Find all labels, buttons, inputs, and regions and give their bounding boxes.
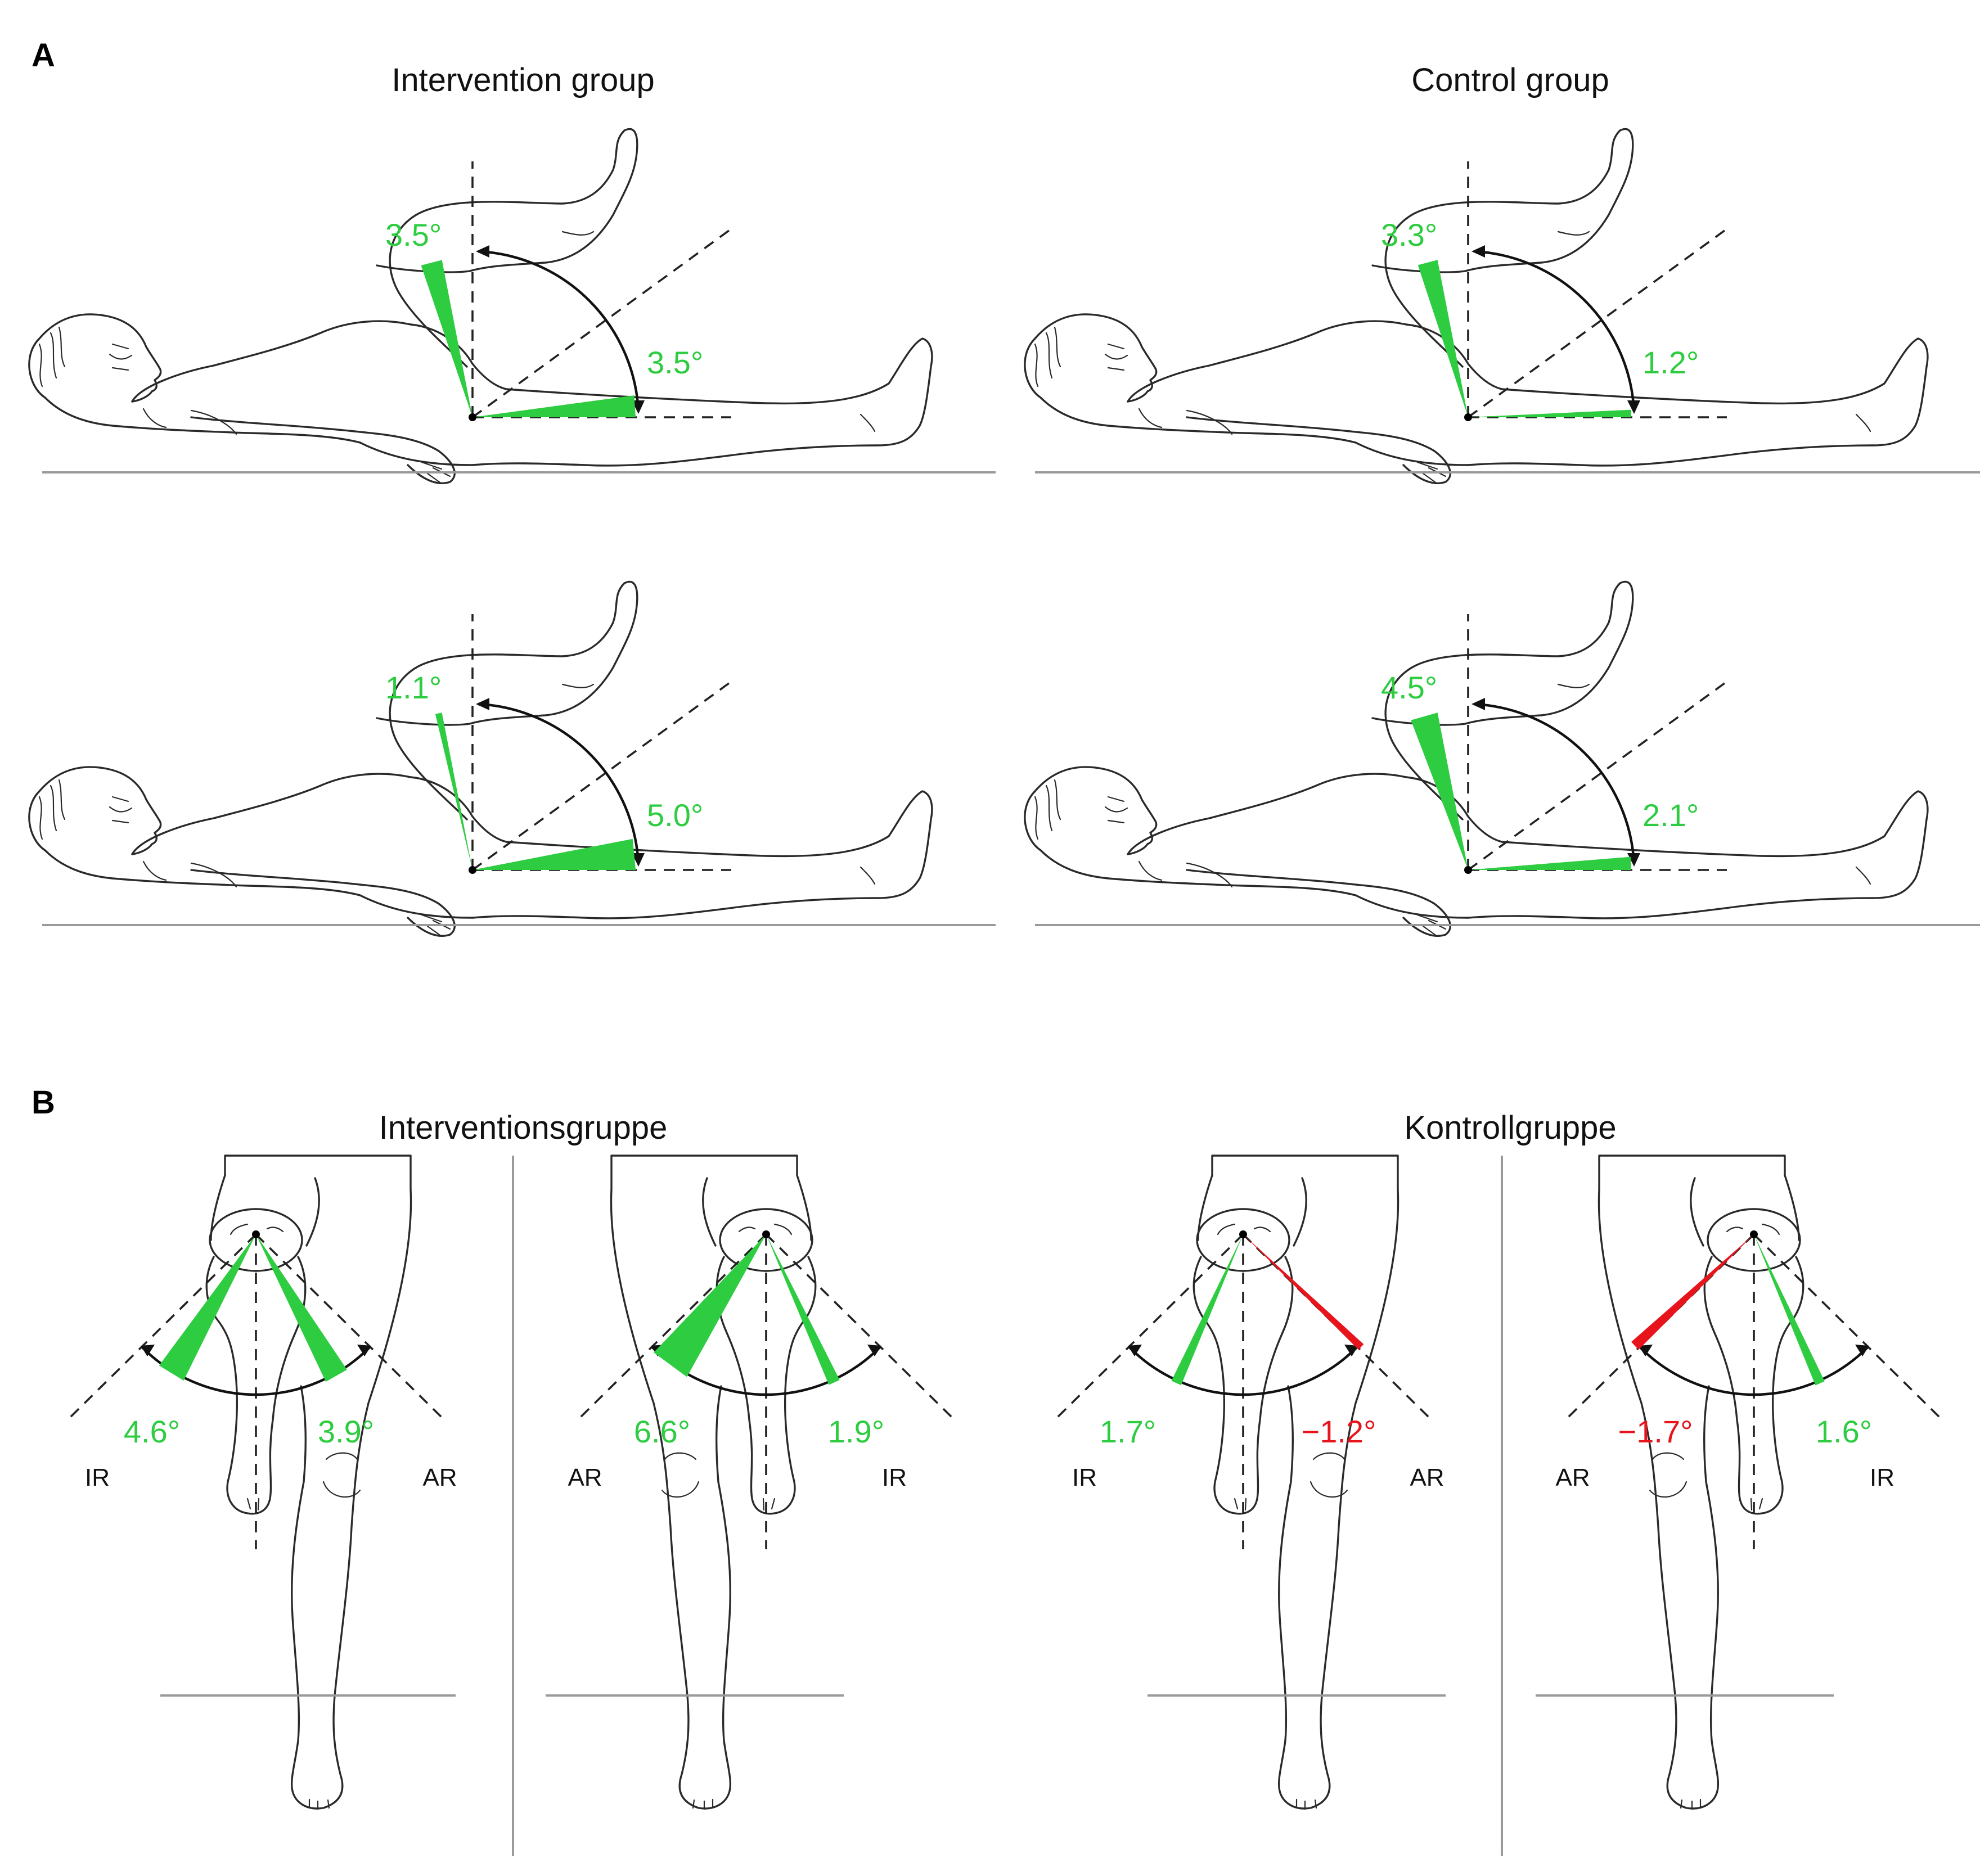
arc-arrowhead-right xyxy=(1344,1345,1358,1356)
right-reference-line xyxy=(255,1233,446,1421)
diagonal-reference-line xyxy=(471,228,732,418)
right-rotation-wedge xyxy=(1243,1234,1364,1350)
arc-arrowhead-start xyxy=(1472,698,1485,710)
right-rotation-value: −1.2° xyxy=(1302,1414,1376,1449)
panel-b-letter: B xyxy=(32,1084,55,1121)
left-direction-label: AR xyxy=(1555,1464,1590,1491)
rotation-angle-overlay: 1.7° −1.2° IR AR xyxy=(1054,1230,1444,1549)
extension-value: 5.0° xyxy=(647,797,703,833)
arc-arrowhead-right xyxy=(867,1345,881,1356)
left-direction-label: IR xyxy=(85,1464,110,1491)
left-rotation-value: −1.7° xyxy=(1618,1414,1693,1449)
right-direction-label: IR xyxy=(882,1464,907,1491)
arc-arrowhead-left xyxy=(141,1345,155,1356)
right-rotation-value: 1.9° xyxy=(828,1414,884,1449)
rotation-arc xyxy=(1128,1346,1358,1396)
right-direction-label: AR xyxy=(1410,1464,1444,1491)
panel-a-letter: A xyxy=(32,37,55,74)
flexion-value: 3.5° xyxy=(385,217,442,252)
flexion-wedge xyxy=(421,260,472,417)
flexion-angle-overlay: 3.5° 3.5° xyxy=(385,161,732,421)
left-rotation-value: 4.6° xyxy=(124,1414,180,1449)
diagonal-reference-line xyxy=(471,680,732,871)
extension-value: 1.2° xyxy=(1642,345,1699,380)
rom-arc xyxy=(1473,250,1636,412)
flexion-value: 3.3° xyxy=(1381,217,1437,252)
extension-value: 2.1° xyxy=(1642,797,1699,833)
hip-pivot xyxy=(1464,413,1472,421)
panel-a-intervention-title: Intervention group xyxy=(392,62,655,98)
flexion-angle-overlay: 3.3° 1.2° xyxy=(1381,161,1728,421)
flexion-wedge xyxy=(435,712,472,870)
arc-arrowhead-end xyxy=(632,400,645,414)
rotation-angle-overlay: 6.6° 1.9° AR IR xyxy=(568,1230,956,1549)
right-rotation-wedge xyxy=(1754,1234,1825,1386)
flexion-angle-overlay: 4.5° 2.1° xyxy=(1381,614,1728,874)
extension-wedge xyxy=(472,838,636,870)
hip-pivot xyxy=(1464,866,1472,874)
diagonal-reference-line xyxy=(1467,680,1728,871)
left-reference-line xyxy=(1054,1233,1244,1421)
knee-pivot xyxy=(762,1230,770,1238)
rom-arc xyxy=(478,702,640,865)
arc-arrowhead-left xyxy=(1639,1345,1653,1356)
arc-arrowhead-end xyxy=(632,853,645,867)
arc-arrowhead-right xyxy=(1855,1345,1869,1356)
hip-pivot xyxy=(469,866,476,874)
extension-wedge xyxy=(1468,409,1631,417)
arc-arrowhead-start xyxy=(1472,245,1485,258)
right-direction-label: AR xyxy=(422,1464,457,1491)
knee-pivot xyxy=(252,1230,260,1238)
rotation-angle-overlay: −1.7° 1.6° AR IR xyxy=(1555,1230,1943,1549)
left-rotation-wedge xyxy=(1171,1234,1243,1386)
panel-a-control-title: Control group xyxy=(1411,62,1609,98)
left-direction-label: IR xyxy=(1072,1464,1097,1491)
left-rotation-wedge xyxy=(1631,1234,1754,1350)
knee-pivot xyxy=(1750,1230,1758,1238)
left-rotation-wedge xyxy=(159,1234,256,1381)
arc-arrowhead-end xyxy=(1627,400,1640,414)
panel-b-intervention-title: Interventionsgruppe xyxy=(379,1110,668,1146)
knee-pivot xyxy=(1239,1230,1247,1238)
left-direction-label: AR xyxy=(568,1464,602,1491)
left-reference-line xyxy=(577,1233,767,1421)
rotation-arc xyxy=(1639,1346,1869,1396)
flexion-value: 1.1° xyxy=(385,670,442,705)
left-rotation-value: 1.7° xyxy=(1100,1414,1156,1449)
arc-arrowhead-right xyxy=(357,1345,371,1356)
extension-value: 3.5° xyxy=(647,345,703,380)
right-rotation-value: 3.9° xyxy=(318,1414,374,1449)
rotation-angle-overlay: 4.6° 3.9° IR AR xyxy=(66,1230,457,1549)
arc-arrowhead-left xyxy=(1128,1345,1142,1356)
left-reference-line xyxy=(66,1233,257,1421)
left-rotation-wedge xyxy=(654,1234,766,1377)
diagonal-reference-line xyxy=(1467,228,1728,418)
right-direction-label: IR xyxy=(1870,1464,1894,1491)
flexion-wedge xyxy=(1418,260,1468,417)
hip-pivot xyxy=(469,413,476,421)
flexion-wedge xyxy=(1411,712,1468,870)
right-rotation-value: 1.6° xyxy=(1816,1414,1872,1449)
right-reference-line xyxy=(1753,1233,1943,1421)
panel-b-control-title: Kontrollgruppe xyxy=(1404,1110,1616,1146)
right-rotation-wedge xyxy=(256,1234,347,1382)
flexion-angle-overlay: 1.1° 5.0° xyxy=(385,614,732,874)
right-rotation-wedge xyxy=(766,1234,840,1385)
right-reference-line xyxy=(765,1233,956,1421)
extension-wedge xyxy=(1468,856,1631,870)
extension-wedge xyxy=(472,395,636,417)
left-rotation-value: 6.6° xyxy=(634,1414,690,1449)
rom-arc xyxy=(478,250,640,412)
arc-arrowhead-end xyxy=(1627,853,1640,867)
arc-arrowhead-start xyxy=(476,698,489,710)
flexion-value: 4.5° xyxy=(1381,670,1437,705)
rom-arc xyxy=(1473,702,1636,865)
arc-arrowhead-start xyxy=(476,245,489,258)
